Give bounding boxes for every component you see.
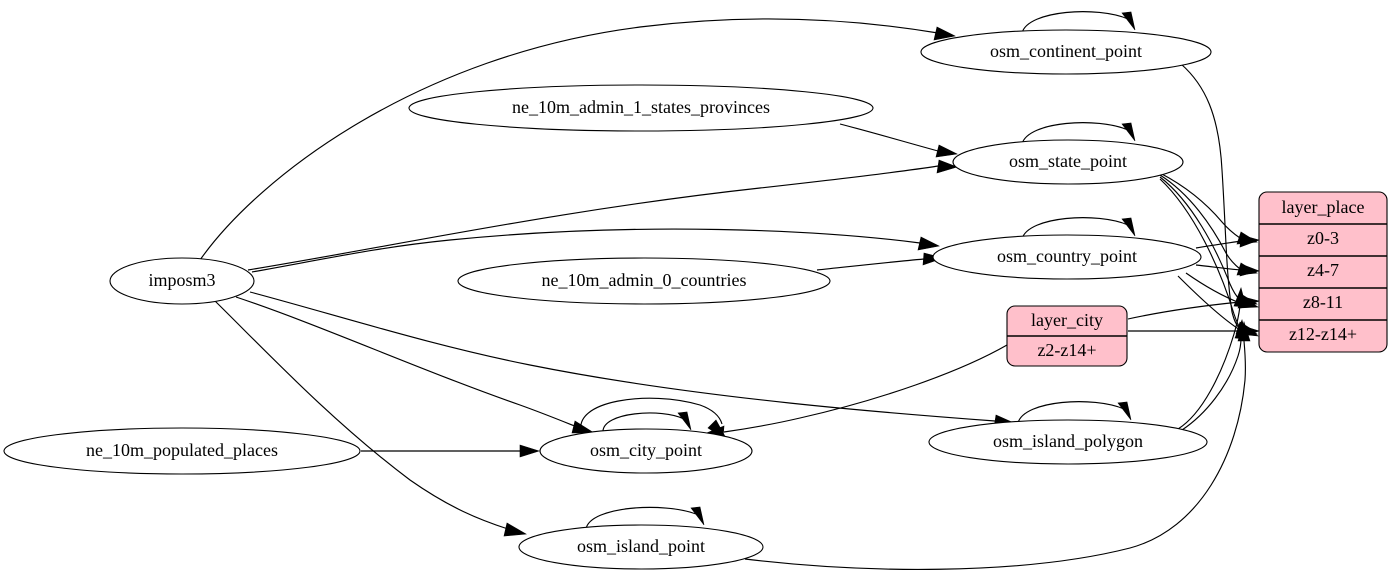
edge-self-loop-osm-city-point-inner [602,411,692,433]
edge-ne-admin-1-to-osm-state-point [839,123,958,158]
node-osm-island-polygon[interactable]: osm_island_polygon [928,419,1208,465]
node-ne-10m-admin-1-states-provinces[interactable]: ne_10m_admin_1_states_provinces [408,84,874,132]
node-osm-island-polygon-shape[interactable] [928,419,1208,465]
edge-imposm3-to-osm-country-point [251,228,940,273]
table-layer-place[interactable]: layer_place z0-3 z4-7 z8-11 z12-z14+ [1258,191,1388,353]
node-imposm3-shape[interactable] [109,257,255,305]
node-osm-country-point-shape[interactable] [932,234,1202,280]
edge-osm-country-point-to-layer-place-z0 [1195,234,1260,249]
node-layer: imposm3 ne_10m_admin_1_states_provinces … [3,29,1212,570]
node-imposm3[interactable]: imposm3 [109,257,255,305]
node-ne-10m-admin-0-countries-shape[interactable] [457,257,831,305]
node-osm-country-point[interactable]: osm_country_point [932,234,1202,280]
node-osm-island-point-shape[interactable] [518,524,764,570]
edge-self-loop-osm-island-polygon [1017,401,1132,424]
edge-osm-island-polygon-to-layer-place-z8 [1177,287,1247,430]
table-layer-city[interactable]: layer_city z2-z14+ [1006,305,1128,367]
node-osm-city-point-shape[interactable] [539,428,753,474]
edge-osm-island-point-to-layer-place-z12 [744,321,1251,570]
edge-ne-admin-0-to-osm-country-point [816,252,945,271]
edge-self-loop-osm-island-point [585,506,705,530]
node-ne-10m-populated-places[interactable]: ne_10m_populated_places [3,427,361,475]
node-osm-continent-point[interactable]: osm_continent_point [920,29,1212,75]
edge-imposm3-to-osm-city-point [235,296,596,434]
edge-imposm3-to-osm-state-point [247,159,958,271]
node-osm-state-point[interactable]: osm_state_point [952,139,1184,185]
node-ne-10m-populated-places-shape[interactable] [3,427,361,475]
edge-layer-city-to-osm-city-point [702,344,1008,439]
edge-ne-populated-places-to-osm-city-point [361,444,540,458]
node-ne-10m-admin-0-countries[interactable]: ne_10m_admin_0_countries [457,257,831,305]
edge-imposm3-to-osm-island-polygon [249,291,1015,429]
node-osm-city-point[interactable]: osm_city_point [539,428,753,474]
edge-self-loop-osm-state-point [1021,122,1136,145]
edge-imposm3-to-osm-island-point [214,300,527,537]
node-ne-10m-admin-1-states-provinces-shape[interactable] [408,84,874,132]
node-osm-state-point-shape[interactable] [952,139,1184,185]
node-osm-island-point[interactable]: osm_island_point [518,524,764,570]
edge-imposm3-to-osm-continent-point [199,18,956,261]
edge-self-loop-osm-country-point [1021,217,1136,240]
table-layer-place-body[interactable] [1258,191,1388,353]
edge-osm-country-point-to-layer-place-z4 [1195,263,1260,277]
node-osm-continent-point-shape[interactable] [920,29,1212,75]
edge-layer [199,11,1260,570]
edge-osm-island-polygon-to-layer-place-z12 [1181,319,1248,431]
edge-osm-state-point-to-layer-place-z0 [1159,172,1258,245]
edge-self-loop-osm-continent-point [1021,11,1136,34]
